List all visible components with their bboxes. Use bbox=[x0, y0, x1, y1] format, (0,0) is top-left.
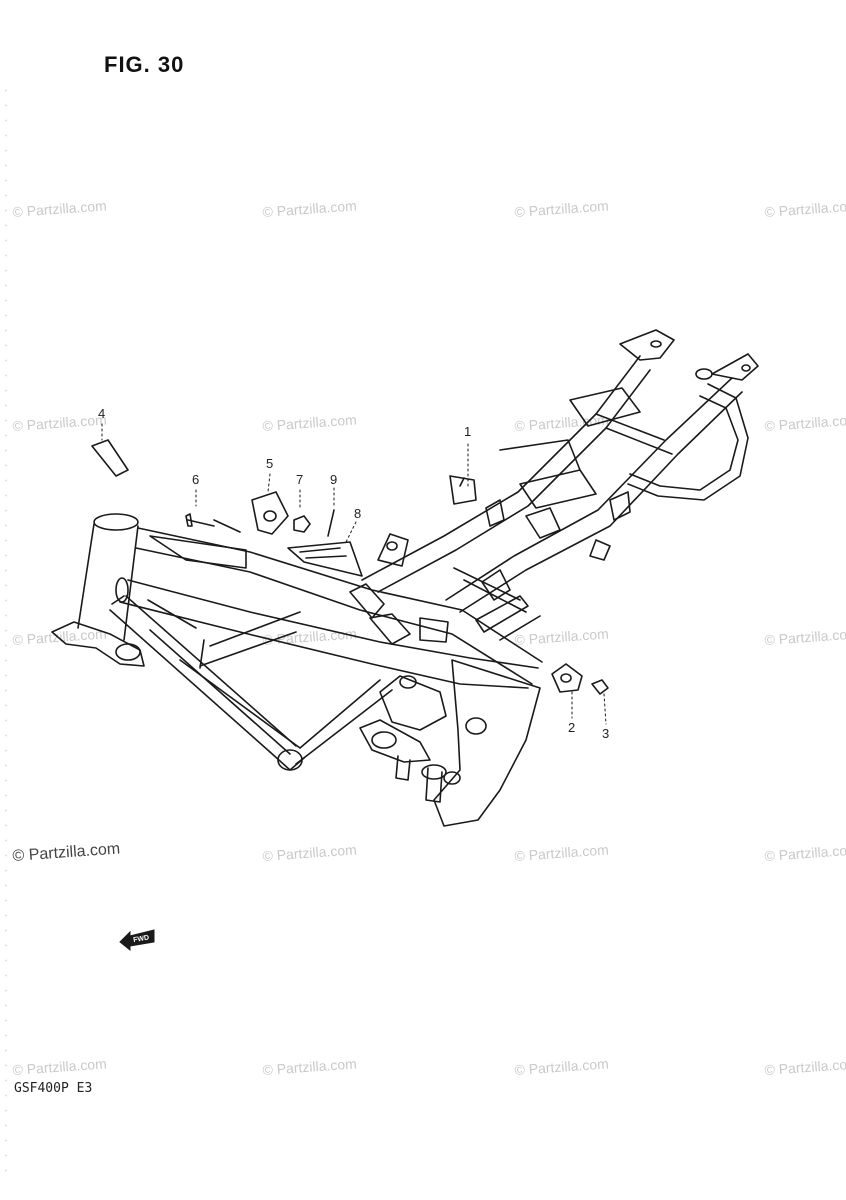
engine-mount-tab bbox=[349, 533, 449, 689]
grommet-part-2 bbox=[551, 663, 583, 693]
leader-line bbox=[603, 693, 607, 725]
rear-subframe bbox=[361, 329, 759, 641]
callout-5: 5 bbox=[266, 456, 274, 471]
cross-brace bbox=[147, 599, 301, 669]
steering-head-tube bbox=[51, 513, 145, 667]
callout-8: 8 bbox=[354, 506, 362, 521]
main-tube-lower bbox=[111, 577, 539, 689]
callout-3: 3 bbox=[602, 726, 610, 741]
callout-1: 1 bbox=[464, 424, 472, 439]
screw-part-3 bbox=[591, 679, 609, 695]
nut-part-7 bbox=[293, 515, 311, 533]
cushion-ridge bbox=[305, 555, 347, 559]
callout-7: 7 bbox=[296, 472, 304, 487]
forward-arrow-icon: FWD bbox=[119, 929, 155, 952]
callout-6: 6 bbox=[192, 472, 200, 487]
bracket-part-5 bbox=[251, 491, 289, 535]
callout-2: 2 bbox=[568, 720, 576, 735]
forward-arrow-label: FWD bbox=[133, 934, 150, 944]
bolt-part-9 bbox=[327, 509, 335, 537]
grommet-hole bbox=[560, 673, 572, 683]
callout-9: 9 bbox=[330, 472, 338, 487]
down-tube bbox=[109, 595, 393, 771]
model-code: GSF400P E3 bbox=[14, 1081, 93, 1096]
swingarm-pivot-plate bbox=[359, 659, 541, 827]
leader-line bbox=[345, 521, 357, 543]
leader-line bbox=[267, 473, 271, 493]
cushion-ridge bbox=[299, 547, 341, 553]
cushion-part-8 bbox=[287, 541, 363, 577]
figure-title: FIG. 30 bbox=[104, 52, 185, 77]
bolt-part-6 bbox=[185, 513, 241, 533]
bracket-hole bbox=[263, 510, 277, 522]
callout-4: 4 bbox=[98, 406, 106, 421]
grab-rail bbox=[627, 368, 749, 501]
main-spar-upper bbox=[135, 527, 543, 685]
frame-decal bbox=[91, 439, 129, 477]
